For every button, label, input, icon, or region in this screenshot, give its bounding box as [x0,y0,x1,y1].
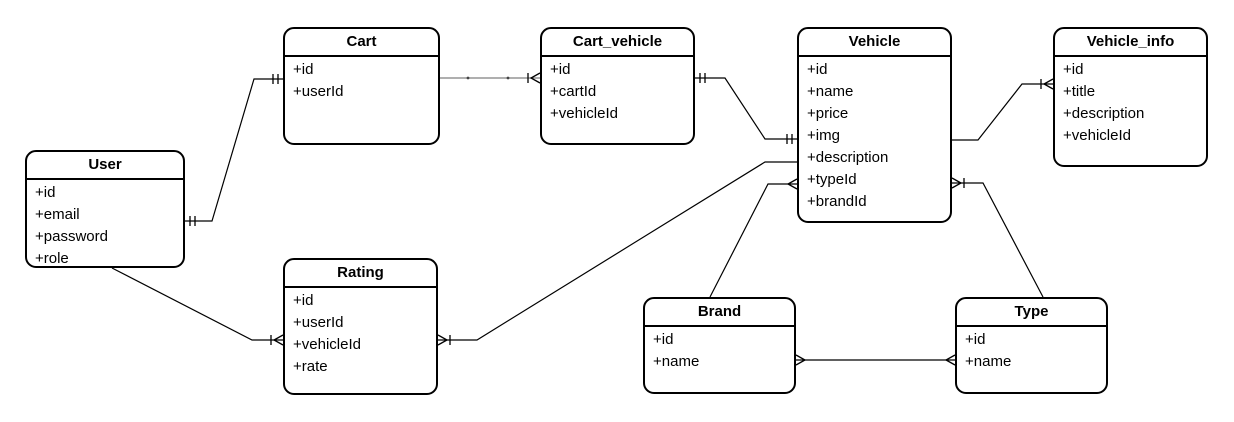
connector-rating-vehicle[interactable] [438,161,797,341]
entity-field[interactable]: +rate [293,358,328,375]
entity-brand[interactable]: Brand +id +name [643,297,796,394]
entity-title[interactable]: Brand [645,299,794,327]
entity-title[interactable]: Rating [285,260,436,288]
entity-title[interactable]: User [27,152,183,180]
entity-vehicle-info[interactable]: Vehicle_info +id +title +description +ve… [1053,27,1208,167]
entity-field[interactable]: +description [1063,105,1145,122]
connector-waypoint-dot [506,76,510,80]
cardinality-marker-one_many [1040,78,1054,90]
entity-field[interactable]: +id [965,331,986,348]
entity-field[interactable]: +title [1063,83,1096,100]
entity-field[interactable]: +name [653,353,700,370]
cardinality-marker-many [786,178,798,190]
cardinality-marker-many [795,354,807,366]
entity-field[interactable]: +name [807,83,854,100]
entity-field[interactable]: +vehicleId [293,336,361,353]
entity-field[interactable]: +email [35,206,80,223]
entity-field[interactable]: +name [965,353,1012,370]
cardinality-marker-many [944,354,956,366]
entity-field[interactable]: +id [807,61,828,78]
entity-title[interactable]: Vehicle [799,29,950,57]
entity-title[interactable]: Type [957,299,1106,327]
entity-title[interactable]: Vehicle_info [1055,29,1206,57]
entity-field[interactable]: +typeId [807,171,857,188]
entity-vehicle[interactable]: Vehicle +id +name +price +img +descripti… [797,27,952,223]
entity-rating[interactable]: Rating +id +userId +vehicleId +rate [283,258,438,395]
connector-brand-vehicle[interactable] [709,183,797,298]
entity-field[interactable]: +id [35,184,56,201]
entity-field[interactable]: +password [35,228,108,245]
entity-field[interactable]: +id [550,61,571,78]
entity-field[interactable]: +price [807,105,849,122]
cardinality-marker-one [272,74,279,84]
entity-type[interactable]: Type +id +name [955,297,1108,394]
entity-field[interactable]: +id [293,61,314,78]
entity-field[interactable]: +id [653,331,674,348]
entity-field[interactable]: +img [807,127,840,144]
connector-user-cart[interactable] [185,78,283,222]
entity-field[interactable]: +id [1063,61,1084,78]
entity-cart[interactable]: Cart +id +userId [283,27,440,145]
entity-user[interactable]: User +id +email +password +role [25,150,185,268]
cardinality-marker-one_many [437,334,451,346]
entity-field[interactable]: +brandId [807,193,867,210]
connector-waypoint-dot [466,76,470,80]
entity-field[interactable]: +vehicleId [550,105,618,122]
entity-field[interactable]: +userId [293,83,344,100]
connector-type-vehicle[interactable] [952,182,1044,298]
entity-field[interactable]: +id [293,292,314,309]
cardinality-marker-one [189,216,196,226]
cardinality-marker-one_many [527,72,541,84]
entity-field[interactable]: +cartId [550,83,597,100]
cardinality-marker-one [786,134,793,144]
entity-field[interactable]: +vehicleId [1063,127,1131,144]
cardinality-marker-one_many [270,334,284,346]
entity-field[interactable]: +description [807,149,889,166]
cardinality-marker-one_many [951,177,965,189]
entity-field[interactable]: +role [35,250,69,267]
entity-cart-vehicle[interactable]: Cart_vehicle +id +cartId +vehicleId [540,27,695,145]
connector-cartvehicle-vehicle[interactable] [695,77,797,140]
connector-vehicle-vehicleinfo[interactable] [952,83,1053,141]
entity-title[interactable]: Cart_vehicle [542,29,693,57]
entity-title[interactable]: Cart [285,29,438,57]
cardinality-marker-one [699,73,706,83]
connector-user-rating[interactable] [111,267,283,341]
entity-field[interactable]: +userId [293,314,344,331]
